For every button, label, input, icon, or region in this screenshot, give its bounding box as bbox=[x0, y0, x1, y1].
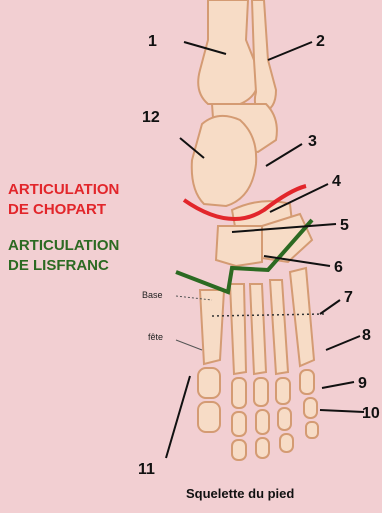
fibula-bone bbox=[252, 0, 276, 112]
label-1: 1 bbox=[148, 33, 157, 50]
label-4: 4 bbox=[332, 173, 341, 190]
label-11: 11 bbox=[138, 461, 155, 478]
label-2: 2 bbox=[316, 33, 325, 50]
label-10: 10 bbox=[362, 405, 380, 422]
tete-label: fête bbox=[148, 332, 163, 342]
caption: Squelette du pied bbox=[186, 486, 294, 501]
label-9: 9 bbox=[358, 375, 367, 392]
label-5: 5 bbox=[340, 217, 349, 234]
metatarsal-bones bbox=[200, 268, 314, 374]
label-3: 3 bbox=[308, 133, 317, 150]
chopart-label: ARTICULATION DE CHOPART bbox=[8, 180, 119, 220]
base-label: Base bbox=[142, 290, 163, 300]
label-8: 8 bbox=[362, 327, 371, 344]
tete-pointer bbox=[176, 340, 202, 350]
label-7: 7 bbox=[344, 289, 353, 306]
tibia-bone bbox=[198, 0, 258, 104]
lisfranc-label: ARTICULATION DE LISFRANC bbox=[8, 236, 119, 276]
phalanx-bones bbox=[198, 368, 318, 460]
label-12: 12 bbox=[142, 109, 160, 126]
label-6: 6 bbox=[334, 259, 343, 276]
calcaneus-bone bbox=[192, 116, 256, 206]
